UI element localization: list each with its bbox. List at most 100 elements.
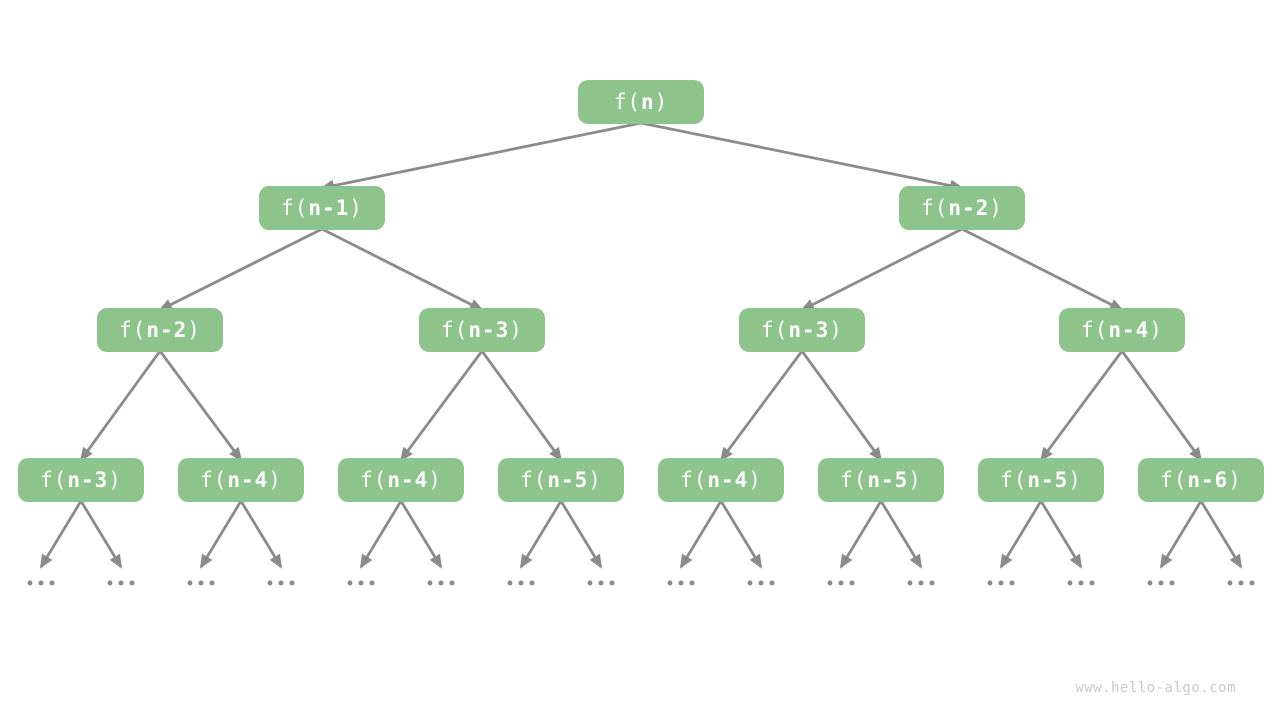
tree-edge-arrow <box>1120 350 1203 462</box>
ellipsis-dot <box>1009 580 1015 586</box>
tree-node-10-level-3: f(n-5) <box>498 458 624 502</box>
tree-edge-arrow <box>320 121 642 192</box>
ellipsis-dot <box>587 580 593 586</box>
ellipsis-dot <box>427 580 433 586</box>
ellipsis-dot <box>289 580 295 586</box>
node-label-suffix: ) <box>989 196 1003 220</box>
tree-node-12-level-3: f(n-5) <box>818 458 944 502</box>
tree-edge-arrow <box>839 500 883 569</box>
tree-edge-arrow <box>199 500 243 569</box>
tree-edge-arrow <box>800 350 883 462</box>
ellipsis-dot <box>507 580 513 586</box>
ellipsis-dot <box>187 580 193 586</box>
node-label-suffix: ) <box>829 318 843 342</box>
tree-edge-arrow <box>399 500 443 569</box>
node-label-suffix: ) <box>1068 468 1082 492</box>
node-label-prefix: f( <box>119 318 147 342</box>
node-label-suffix: ) <box>1149 318 1163 342</box>
ellipsis-dot <box>838 580 844 586</box>
ellipsis-dot <box>1169 580 1175 586</box>
ellipsis-dot <box>118 580 124 586</box>
tree-node-7-level-3: f(n-3) <box>18 458 144 502</box>
tree-node-2-level-1: f(n-2) <box>899 186 1025 230</box>
ellipsis-dot <box>27 580 33 586</box>
node-label-argument: n-2 <box>146 318 188 342</box>
ellipsis-dot <box>438 580 444 586</box>
node-label-argument: n-4 <box>1108 318 1150 342</box>
node-label-suffix: ) <box>187 318 201 342</box>
node-label-argument: n-2 <box>948 196 990 220</box>
ellipsis-leaf-7 <box>587 580 615 586</box>
node-label-prefix: f( <box>441 318 469 342</box>
node-label-prefix: f( <box>281 196 309 220</box>
tree-node-14-level-3: f(n-6) <box>1138 458 1264 502</box>
tree-node-5-level-2: f(n-3) <box>739 308 865 352</box>
ellipsis-dot <box>518 580 524 586</box>
node-label-argument: n-3 <box>788 318 830 342</box>
ellipsis-dot <box>769 580 775 586</box>
ellipsis-leaf-2 <box>187 580 215 586</box>
node-label-prefix: f( <box>680 468 708 492</box>
ellipsis-dot <box>667 580 673 586</box>
ellipsis-leaf-10 <box>827 580 855 586</box>
node-label-prefix: f( <box>1000 468 1028 492</box>
node-label-argument: n-5 <box>547 468 589 492</box>
ellipsis-dot <box>609 580 615 586</box>
ellipsis-dot <box>1249 580 1255 586</box>
ellipsis-leaf-12 <box>987 580 1015 586</box>
tree-edge-arrow <box>158 350 243 462</box>
ellipsis-dot <box>129 580 135 586</box>
node-label-prefix: f( <box>1081 318 1109 342</box>
node-label-prefix: f( <box>40 468 68 492</box>
ellipsis-dot <box>598 580 604 586</box>
ellipsis-leaf-15 <box>1227 580 1255 586</box>
tree-edge-arrow <box>39 500 83 569</box>
ellipsis-dot <box>987 580 993 586</box>
ellipsis-dot <box>347 580 353 586</box>
watermark: www.hello-algo.com <box>1075 680 1236 696</box>
ellipsis-dot <box>1089 580 1095 586</box>
node-label-argument: n-1 <box>308 196 350 220</box>
ellipsis-dot <box>689 580 695 586</box>
tree-edge-arrow <box>999 500 1043 569</box>
ellipsis-dot <box>209 580 215 586</box>
tree-edge-arrow <box>961 227 1124 312</box>
ellipsis-dot <box>747 580 753 586</box>
ellipsis-dot <box>369 580 375 586</box>
tree-edge-arrow <box>1159 500 1203 569</box>
tree-edge-arrow <box>399 350 484 462</box>
tree-node-11-level-3: f(n-4) <box>658 458 784 502</box>
ellipsis-leaf-4 <box>347 580 375 586</box>
node-label-suffix: ) <box>908 468 922 492</box>
tree-edge-arrow <box>1039 350 1124 462</box>
node-label-suffix: ) <box>588 468 602 492</box>
node-label-argument: n-3 <box>67 468 109 492</box>
ellipsis-dot <box>529 580 535 586</box>
ellipsis-dot <box>1147 580 1153 586</box>
node-label-suffix: ) <box>428 468 442 492</box>
node-label-prefix: f( <box>761 318 789 342</box>
node-label-prefix: f( <box>1160 468 1188 492</box>
ellipsis-dot <box>758 580 764 586</box>
ellipsis-leaf-1 <box>107 580 135 586</box>
ellipsis-dot <box>929 580 935 586</box>
tree-edge-arrow <box>79 500 123 569</box>
ellipsis-dot <box>107 580 113 586</box>
tree-edge-arrow <box>1199 500 1243 569</box>
tree-node-6-level-2: f(n-4) <box>1059 308 1185 352</box>
tree-node-4-level-2: f(n-3) <box>419 308 545 352</box>
ellipsis-dot <box>278 580 284 586</box>
ellipsis-dot <box>918 580 924 586</box>
ellipsis-dot <box>678 580 684 586</box>
node-label-suffix: ) <box>748 468 762 492</box>
tree-edge-arrow <box>480 350 563 462</box>
node-label-suffix: ) <box>509 318 523 342</box>
ellipsis-leaf-3 <box>267 580 295 586</box>
tree-edge-arrow <box>359 500 403 569</box>
ellipsis-dot <box>998 580 1004 586</box>
node-label-argument: n-4 <box>227 468 269 492</box>
node-label-prefix: f( <box>840 468 868 492</box>
tree-edge-arrow <box>239 500 283 569</box>
ellipsis-dot <box>907 580 913 586</box>
ellipsis-leaf-9 <box>747 580 775 586</box>
